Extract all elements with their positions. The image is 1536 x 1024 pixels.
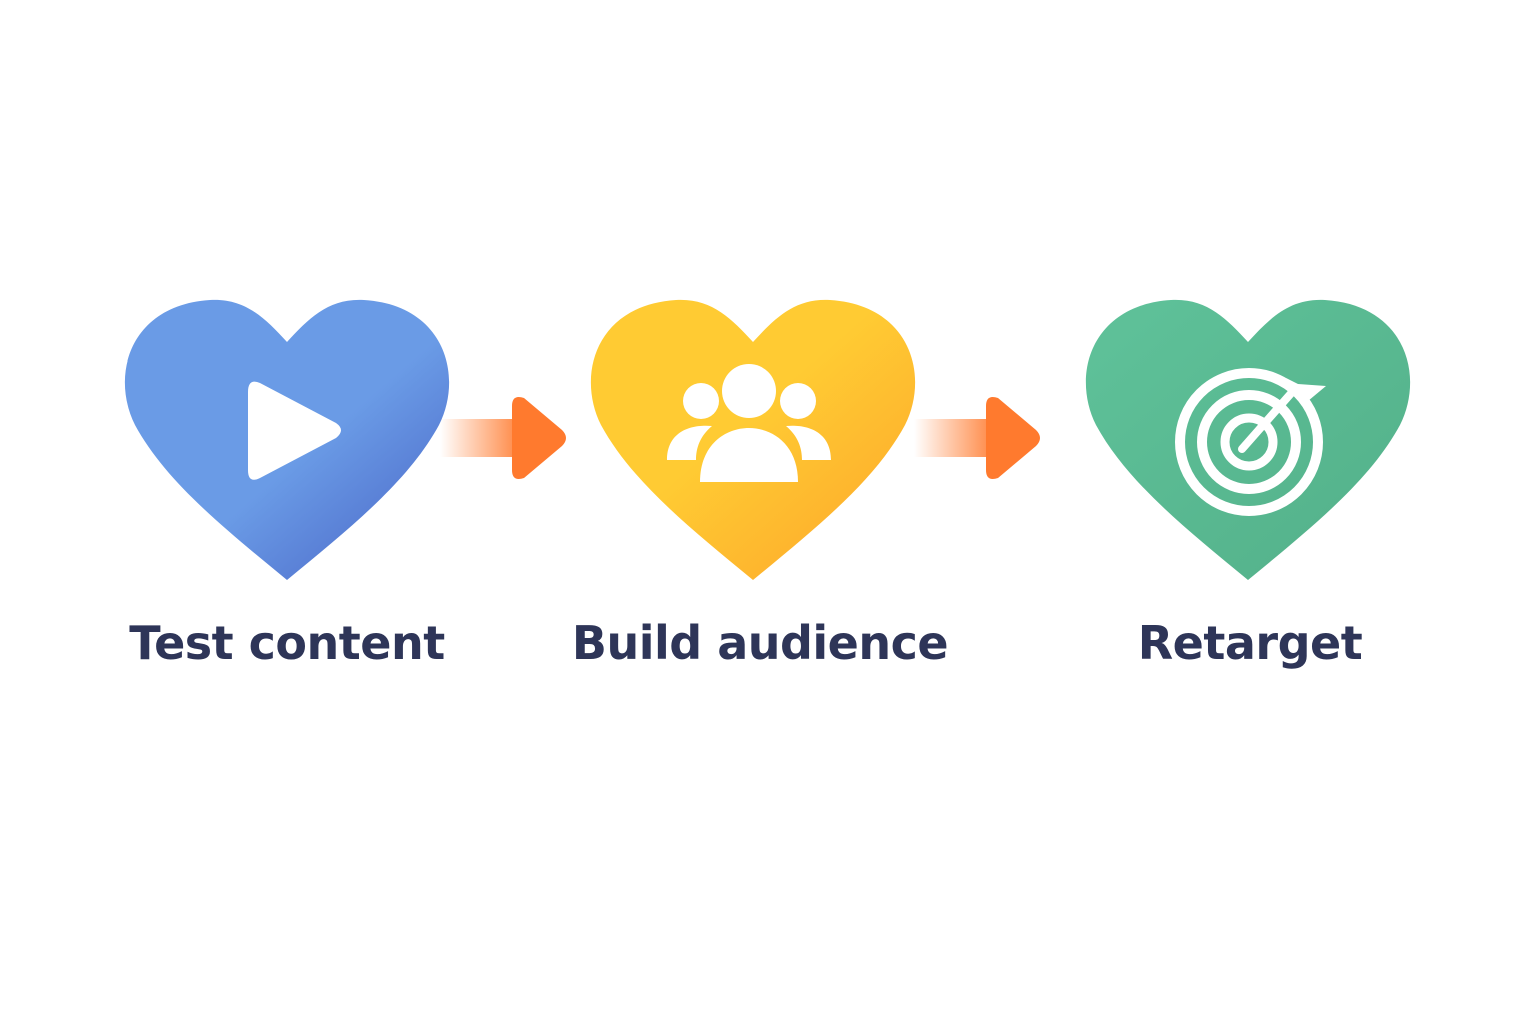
step-retarget: Retarget (1085, 299, 1411, 670)
flow-arrow (914, 397, 1040, 479)
play-icon (248, 381, 341, 480)
people-icon (667, 364, 831, 482)
step-build-audience: Build audience (572, 299, 949, 670)
step-test-content: Test content (124, 299, 450, 670)
target-icon (1175, 368, 1326, 516)
step-label: Retarget (1138, 616, 1362, 670)
step-label: Test content (129, 616, 444, 670)
step-label: Build audience (572, 616, 948, 670)
flow-arrow (440, 397, 566, 479)
